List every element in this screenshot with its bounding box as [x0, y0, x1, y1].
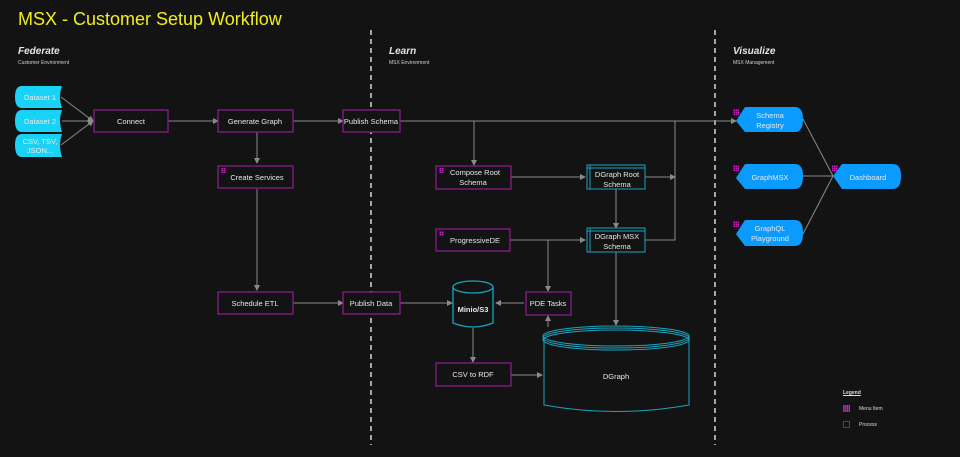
svg-text:CSV, TSV,: CSV, TSV,	[23, 137, 58, 146]
process-publish-schema[interactable]: Publish Schema	[342, 109, 401, 133]
menu-dashboard[interactable]: Dashboard	[832, 164, 901, 189]
edge	[60, 120, 94, 146]
svg-text:Registry: Registry	[756, 121, 784, 130]
edge	[802, 118, 834, 177]
dgraph-root-schema[interactable]: DGraph Root Schema	[586, 164, 646, 190]
square-outline-icon	[843, 421, 850, 428]
grid-icon	[733, 221, 739, 227]
svg-text:Dataset 2: Dataset 2	[24, 117, 56, 126]
dgraph-database[interactable]: DGraph	[542, 325, 690, 412]
legend-item: Menu Item	[843, 405, 883, 412]
section-federate: Federate Customer Environment	[18, 46, 69, 66]
dataset-csv[interactable]: CSV, TSV, JSON...	[15, 134, 62, 157]
section-subtitle: MSX Management	[733, 60, 775, 66]
edge	[645, 121, 676, 241]
svg-text:Create Services: Create Services	[230, 173, 284, 182]
svg-text:ProgressiveDE: ProgressiveDE	[450, 236, 500, 245]
menu-schema-registry[interactable]: Schema Registry	[733, 107, 803, 132]
section-heading: Visualize	[733, 46, 776, 57]
svg-text:CSV to RDF: CSV to RDF	[452, 370, 494, 379]
section-learn: Learn MSX Environment	[389, 46, 429, 66]
menu-create-services[interactable]: Create Services	[217, 165, 294, 189]
svg-text:GraphMSX: GraphMSX	[751, 173, 788, 182]
process-generate-graph[interactable]: Generate Graph	[217, 109, 294, 133]
dataset-1[interactable]: Dataset 1	[15, 86, 62, 108]
svg-text:Compose Root: Compose Root	[450, 168, 501, 177]
edge	[802, 175, 834, 235]
process-publish-data[interactable]: Publish Data	[342, 291, 401, 315]
svg-text:Schema: Schema	[459, 178, 487, 187]
svg-text:Dataset 1: Dataset 1	[24, 93, 56, 102]
section-subtitle: MSX Environment	[389, 60, 430, 66]
section-subtitle: Customer Environment	[18, 60, 70, 66]
legend-title: Legend	[843, 390, 861, 396]
svg-text:Generate Graph: Generate Graph	[228, 117, 282, 126]
svg-text:DGraph Root: DGraph Root	[595, 170, 640, 179]
grid-icon	[733, 109, 739, 115]
svg-text:Publish Data: Publish Data	[350, 299, 393, 308]
process-connect[interactable]: Connect	[93, 109, 169, 133]
grid-icon	[832, 165, 838, 171]
legend: Legend Menu Item Process	[843, 390, 883, 428]
svg-text:Playground: Playground	[751, 234, 789, 243]
svg-text:Dashboard: Dashboard	[850, 173, 887, 182]
svg-text:Schedule ETL: Schedule ETL	[231, 299, 278, 308]
grid-icon	[221, 168, 226, 173]
svg-text:Connect: Connect	[117, 117, 146, 126]
section-heading: Learn	[389, 46, 417, 57]
svg-text:Schema: Schema	[603, 242, 631, 251]
grid-icon	[843, 405, 850, 412]
grid-icon	[733, 165, 739, 171]
svg-text:Schema: Schema	[603, 180, 631, 189]
svg-text:DGraph: DGraph	[603, 372, 629, 381]
grid-icon	[439, 231, 444, 236]
legend-item: Process	[843, 421, 883, 428]
svg-text:Schema: Schema	[756, 111, 784, 120]
svg-text:GraphQL: GraphQL	[755, 224, 786, 233]
minio-s3-storage[interactable]: Minio/S3	[452, 280, 494, 328]
dataset-2[interactable]: Dataset 2	[15, 110, 62, 132]
process-csv-to-rdf[interactable]: CSV to RDF	[435, 362, 512, 387]
section-visualize: Visualize MSX Management	[733, 46, 775, 66]
grid-icon	[439, 168, 444, 173]
page-title: MSX - Customer Setup Workflow	[18, 9, 282, 29]
menu-progressive-de[interactable]: ProgressiveDE	[435, 228, 511, 252]
svg-text:Publish Schema: Publish Schema	[344, 117, 399, 126]
process-pde-tasks[interactable]: PDE Tasks	[525, 291, 572, 316]
process-schedule-etl[interactable]: Schedule ETL	[217, 291, 294, 315]
edge	[60, 96, 94, 122]
svg-text:Minio/S3: Minio/S3	[458, 305, 489, 314]
dgraph-msx-schema[interactable]: DGraph MSX Schema	[586, 227, 646, 253]
svg-text:PDE Tasks: PDE Tasks	[530, 299, 567, 308]
svg-text:DGraph MSX: DGraph MSX	[595, 232, 640, 241]
section-heading: Federate	[18, 46, 60, 57]
svg-text:JSON...: JSON...	[27, 146, 53, 155]
menu-graphmsx[interactable]: GraphMSX	[733, 164, 803, 189]
menu-graphql-playground[interactable]: GraphQL Playground	[733, 220, 803, 246]
